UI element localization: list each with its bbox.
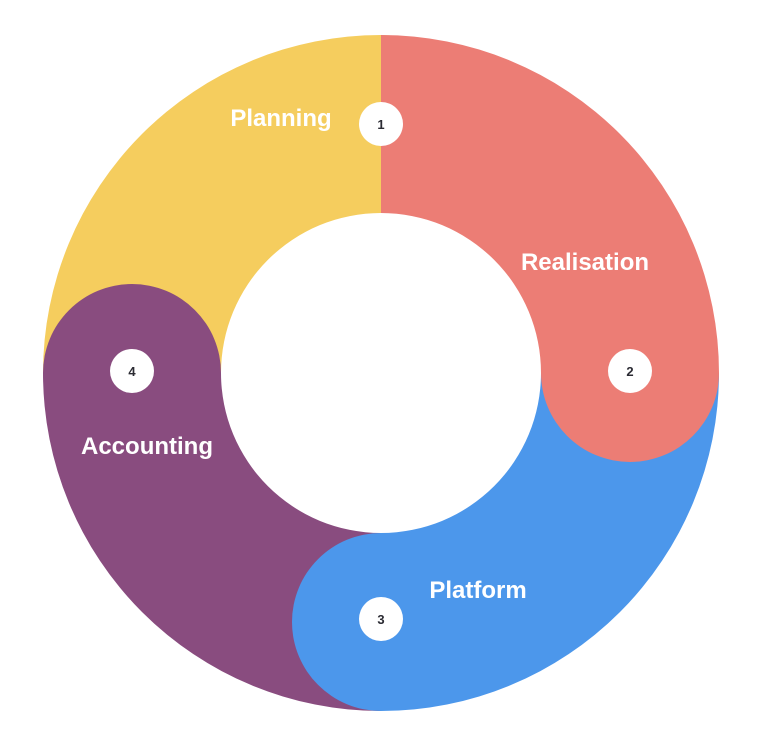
label-accounting: Accounting: [81, 433, 213, 460]
step-number-3: 3: [377, 612, 384, 627]
step-badge-1: 1: [359, 102, 403, 146]
label-platform: Platform: [429, 577, 526, 604]
step-number-2: 2: [626, 364, 633, 379]
step-badge-4: 4: [110, 349, 154, 393]
step-badge-3: 3: [359, 597, 403, 641]
step-number-1: 1: [377, 117, 384, 132]
step-number-4: 4: [128, 364, 136, 379]
step-badge-2: 2: [608, 349, 652, 393]
label-realisation: Realisation: [521, 249, 649, 276]
label-planning: Planning: [230, 105, 331, 132]
